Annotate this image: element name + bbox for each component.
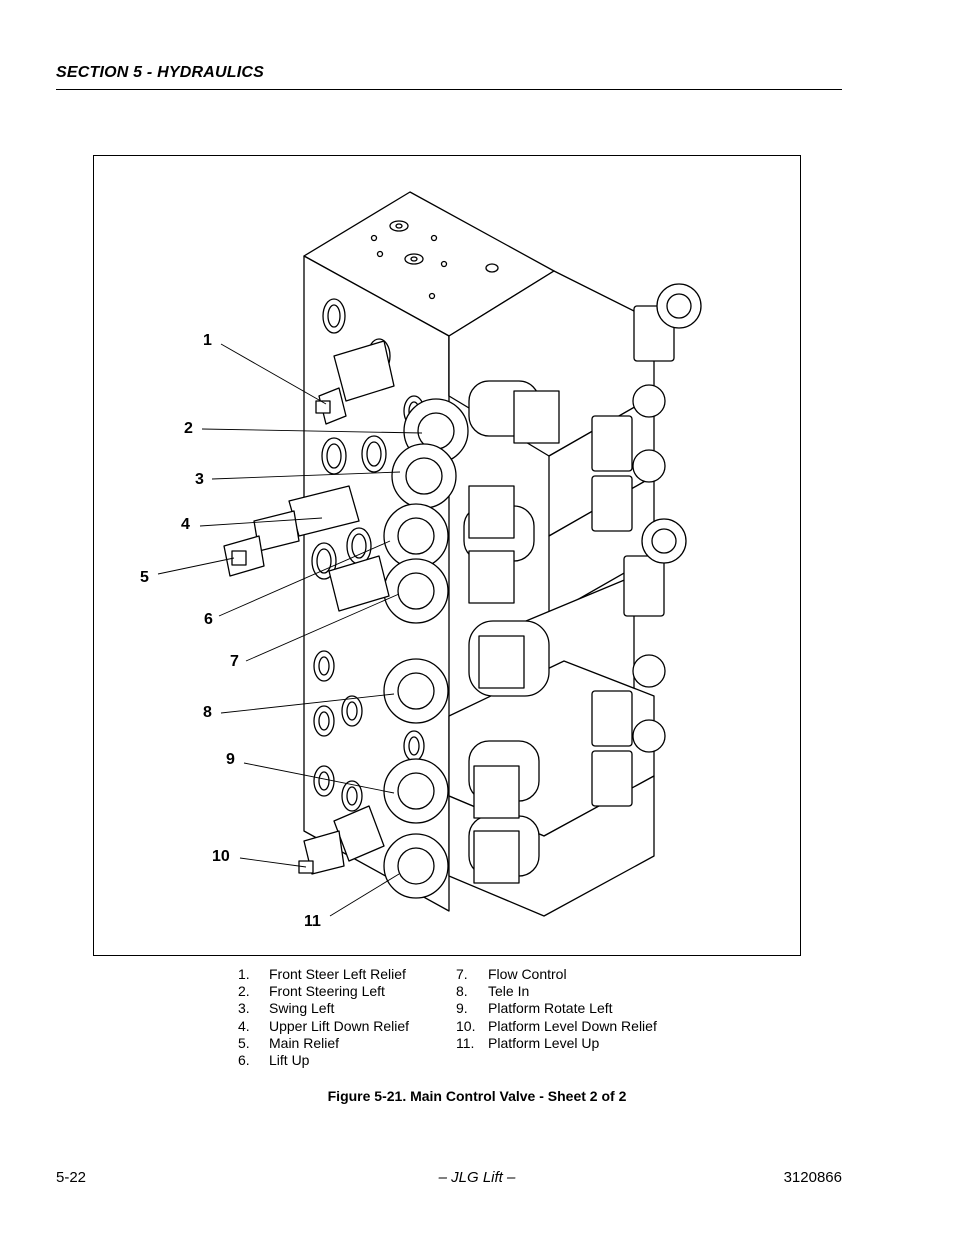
callout-7: 7 <box>230 653 239 670</box>
front-knobs <box>383 398 469 899</box>
callout-11: 11 <box>304 913 321 930</box>
figure-frame: 1 2 3 4 5 6 7 8 9 10 11 <box>93 155 801 956</box>
legend-item: 11.Platform Level Up <box>456 1034 600 1051</box>
legend-left-column: 1.Front Steer Left Relief 2.Front Steeri… <box>238 966 409 1069</box>
legend-item: 1.Front Steer Left Relief <box>238 966 406 982</box>
legend-item: 10.Platform Level Down Relief <box>456 1017 657 1034</box>
document-number: 3120866 <box>783 1169 842 1186</box>
callout-1: 1 <box>203 332 212 349</box>
valve-illustration <box>157 191 702 917</box>
legend-item: 7.Flow Control <box>456 966 567 982</box>
legend-item: 8.Tele In <box>456 983 530 1000</box>
callout-10: 10 <box>212 848 230 865</box>
callout-5: 5 <box>140 569 149 586</box>
legend-item: 2.Front Steering Left <box>238 983 385 1000</box>
legend-item: 5.Main Relief <box>238 1034 340 1051</box>
leader-lines <box>157 343 423 917</box>
legend-item: 6.Lift Up <box>238 1052 310 1069</box>
relief-cartridges <box>223 340 395 875</box>
callout-8: 8 <box>203 704 212 721</box>
callout-6: 6 <box>204 611 213 628</box>
callout-3: 3 <box>195 471 204 488</box>
legend-item: 9.Platform Rotate Left <box>456 1000 613 1017</box>
section-header: SECTION 5 - HYDRAULICS <box>56 64 264 81</box>
page-number: 5-22 <box>56 1169 87 1186</box>
footer-brand: – JLG Lift – <box>438 1169 516 1186</box>
legend-right-column: 7.Flow Control 8.Tele In 9.Platform Rota… <box>456 966 657 1052</box>
figure-caption: Figure 5-21. Main Control Valve - Sheet … <box>327 1088 627 1104</box>
header-rule <box>56 89 842 90</box>
legend-item: 3.Swing Left <box>238 1000 335 1017</box>
legend-item: 4.Upper Lift Down Relief <box>238 1017 410 1034</box>
callout-4: 4 <box>181 516 190 533</box>
callout-2: 2 <box>184 420 193 437</box>
callout-9: 9 <box>226 751 235 768</box>
